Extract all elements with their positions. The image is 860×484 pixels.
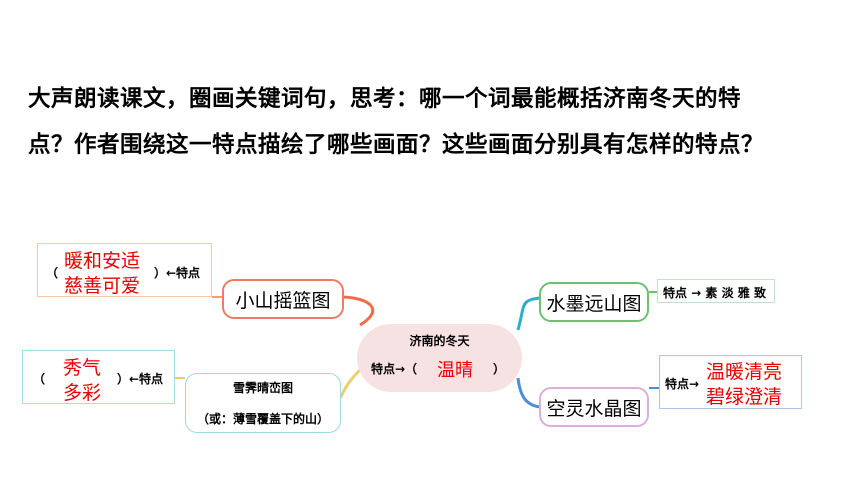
ink-painting-note: 特点 → 素 淡 雅 致: [663, 286, 766, 300]
crystal-label: 空灵水晶图: [546, 397, 642, 420]
small-hill-node: 小山摇篮图: [222, 279, 344, 319]
small-hill-answer-1: 暖和安适: [64, 250, 141, 272]
ink-painting-node: 水墨远山图: [539, 282, 649, 322]
small-hill-note-close: ）←特点: [154, 266, 201, 280]
crystal-node: 空灵水晶图: [539, 387, 649, 427]
question-line-1: 大声朗读课文，圈画关键词句，思考：哪一个词最能概括济南冬天的特: [28, 86, 742, 112]
snow-hill-note-box: （ 秀气 多彩 ）←特点: [22, 350, 175, 404]
snow-hill-answer-2: 多彩: [63, 382, 102, 404]
small-hill-note-box: （ 暖和安适 慈善可爱 ）←特点: [37, 243, 212, 297]
connector-small-hill: [342, 295, 375, 327]
connector-crystal: [516, 377, 541, 409]
crystal-note-box: 特点→ 温暖清亮 碧绿澄清: [659, 355, 802, 409]
ink-painting-label: 水墨远山图: [546, 292, 642, 315]
small-hill-answer-2: 慈善可爱: [64, 275, 141, 297]
question-line-2: 点？作者围绕这一特点描绘了哪些画面？这些画面分别具有怎样的特点？: [28, 132, 765, 158]
snow-hill-note-close: ）←特点: [117, 372, 164, 386]
snow-hill-note-open: （: [33, 372, 46, 386]
snow-hill-node: 雪霁晴峦图 （或：薄雪覆盖下的山）: [185, 373, 341, 433]
snow-hill-answer-1: 秀气: [63, 357, 102, 379]
small-hill-note-open: （: [46, 266, 59, 280]
crystal-note-prefix: 特点→: [665, 377, 700, 391]
center-trait-prefix: 特点→（: [371, 362, 418, 376]
crystal-answer-1: 温暖清亮: [706, 361, 783, 383]
snow-hill-label-1: 雪霁晴峦图: [232, 381, 293, 395]
connector-snow-hill: [338, 368, 362, 399]
center-node: 济南的冬天 特点→（ 温晴 ）: [357, 324, 522, 392]
snow-hill-label-2: （或：薄雪覆盖下的山）: [196, 412, 329, 426]
crystal-answer-2: 碧绿澄清: [706, 386, 783, 408]
question-text: 大声朗读课文，圈画关键词句，思考：哪一个词最能概括济南冬天的特 点？作者围绕这一…: [28, 76, 848, 168]
center-trait-answer: 温晴: [437, 360, 473, 381]
small-hill-label: 小山摇篮图: [235, 289, 331, 312]
center-trait-suffix: ）: [493, 362, 506, 376]
connector-ink-painting: [516, 296, 541, 331]
center-title: 济南的冬天: [409, 334, 470, 348]
ink-painting-note-box: 特点 → 素 淡 雅 致: [657, 279, 775, 303]
